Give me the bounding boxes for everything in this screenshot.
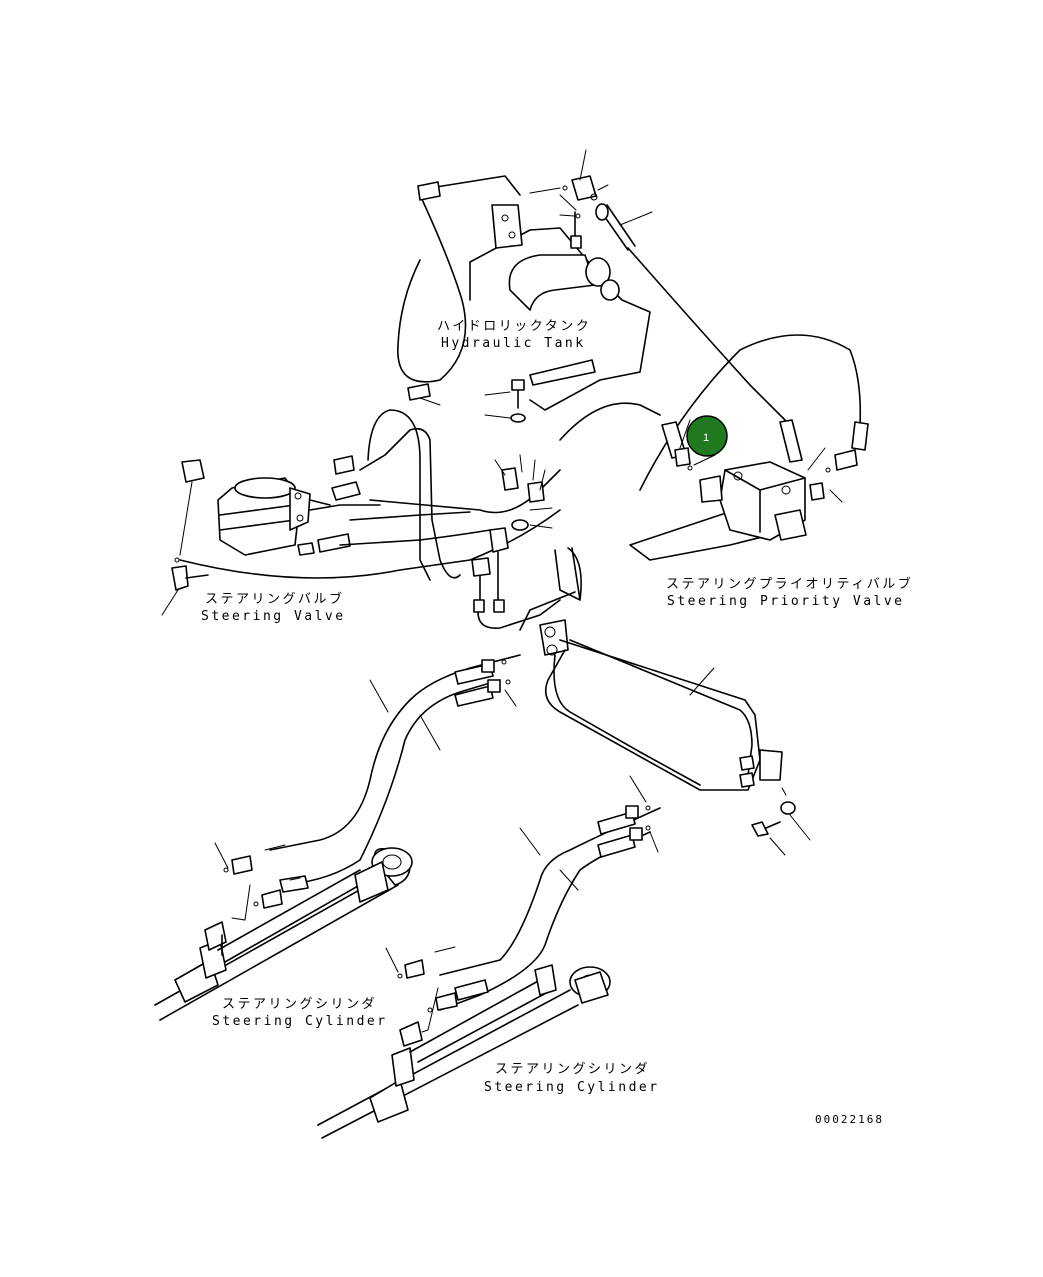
steering-valve-label-en: Steering Valve (201, 609, 346, 624)
tank-return-hose (397, 175, 521, 383)
steering-cylinder-left-label-jp: ステアリングシリンダ (222, 997, 377, 1012)
steering-priority-valve (629, 454, 825, 561)
priority-valve-label-jp: ステアリングプライオリティバルブ (666, 576, 913, 592)
steering-cylinder-right-label-jp: ステアリングシリンダ (495, 1062, 650, 1077)
steering-pipes (544, 639, 811, 856)
bolt-washer (484, 379, 526, 423)
hydraulic-tank (469, 149, 653, 411)
pilot-hose (559, 247, 786, 441)
hose-clamp (494, 454, 553, 531)
priority-valve-label-en: Steering Priority Valve (667, 594, 905, 609)
steering-cylinder-right (317, 946, 611, 1139)
hydraulic-tank-label-en: Hydraulic Tank (441, 336, 586, 351)
hydraulic-tank-label-jp: ハイドロリックタンク (437, 319, 591, 334)
callout-marker-1[interactable]: 1 (686, 415, 728, 457)
steering-cylinder-left (154, 842, 413, 1021)
drawing-number: 00022168 (815, 1113, 884, 1126)
steering-cylinder-right-label-en: Steering Cylinder (484, 1080, 660, 1095)
callout-number: 1 (703, 432, 709, 444)
steering-cylinder-left-label-en: Steering Cylinder (212, 1014, 388, 1029)
steering-valve (161, 455, 381, 616)
steering-valve-label-jp: ステアリングバルブ (205, 591, 345, 607)
